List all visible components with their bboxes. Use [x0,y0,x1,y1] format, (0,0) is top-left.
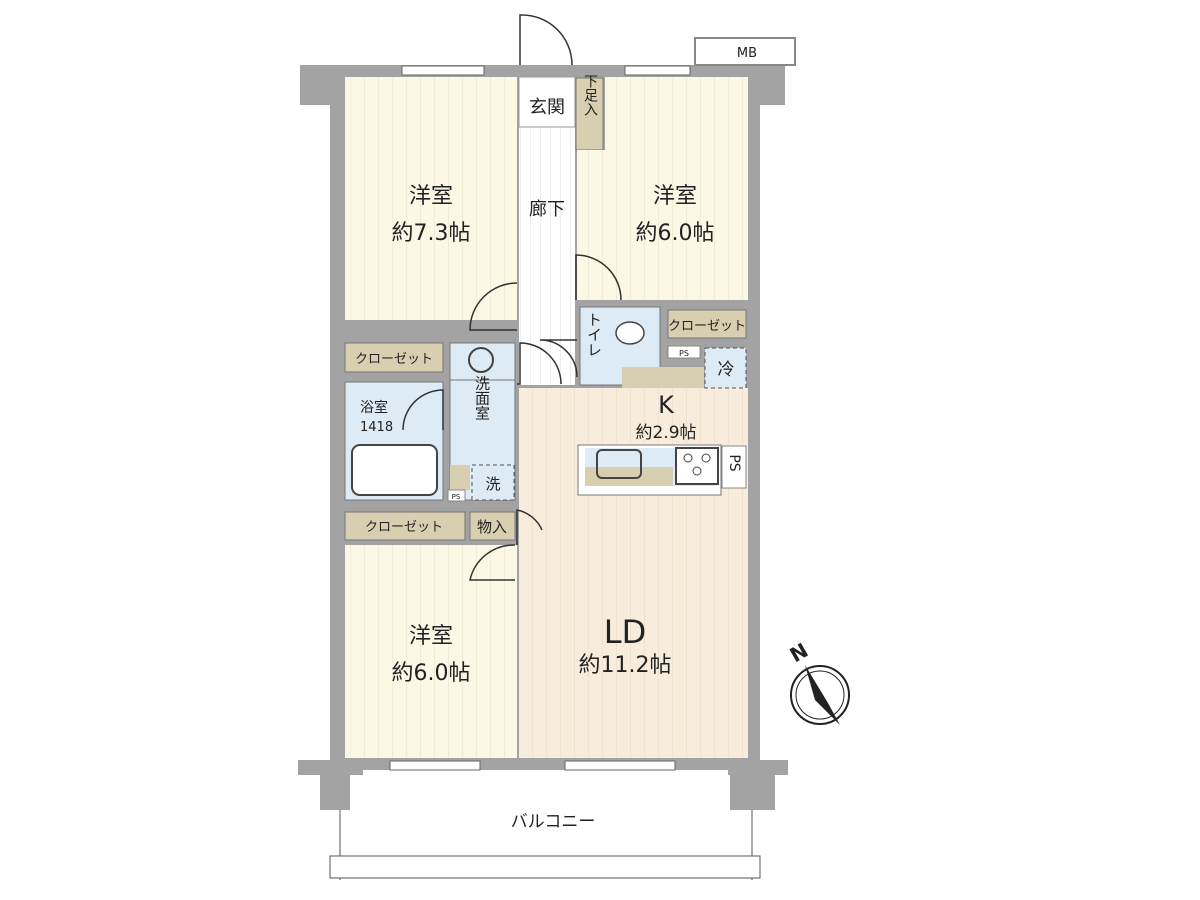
toilet-icon [615,321,645,345]
entrance-label: 玄関 [529,97,565,118]
closet-label: クローゼット [365,520,443,535]
ps-toilet-box [667,345,701,359]
closet-ne [667,309,747,339]
shoe-storage [575,77,604,151]
closet-mid [344,342,444,373]
washer-label: 洗 [485,475,500,493]
washbasin-icon [468,347,494,373]
room-size: 約6.0帖 [392,661,471,686]
windows [389,65,691,771]
fridge-label: 冷 [718,360,735,380]
meter-box-label: MB [737,46,757,61]
western-room-ne [605,77,748,300]
bathroom-label: 浴室 [360,399,388,416]
ld [519,388,748,758]
closet-sw [344,511,466,541]
corridor-label: 廊下 [529,199,565,220]
fridge-space [704,347,747,389]
room-label: K [658,391,675,419]
western-room-sw [345,545,517,758]
doors [402,14,622,581]
sink-icon [596,449,642,479]
bathroom-size: 1418 [360,420,393,435]
corridor [519,77,575,385]
washroom-label: 洗面室 [473,376,491,421]
ps-label: PS [726,454,742,471]
ps-label: PS [679,349,689,358]
toilet-label: トイレ [585,312,603,357]
shoe-storage-label: 下足入 [582,74,598,116]
storage-label: 物入 [477,518,507,536]
balcony [329,810,761,880]
stove-icon [675,447,719,485]
room-size: 約7.3帖 [392,221,471,246]
room-label: 洋室 [409,184,453,209]
room-label: LD [604,613,646,651]
bathtub-icon [351,444,438,496]
closet-label: クローゼット [668,319,746,334]
washer-space [471,464,515,501]
entrance [518,76,576,128]
room-size: 約11.2帖 [579,653,672,678]
compass-north-label: N [786,638,813,667]
room-size: 約6.0帖 [636,221,715,246]
room-label: 洋室 [653,184,697,209]
closet-label: クローゼット [355,352,433,367]
room-label: 洋室 [409,624,453,649]
compass-icon: N [786,638,850,725]
storage [469,511,516,541]
ps-kitchen-box [721,445,747,489]
balcony-label: バルコニー [511,812,596,832]
western-room-nw [345,77,517,320]
room-size: 約2.9帖 [635,423,696,443]
ps-wash-box [447,489,466,502]
washbasin-area [449,342,516,381]
ps-label: PS [452,493,461,501]
